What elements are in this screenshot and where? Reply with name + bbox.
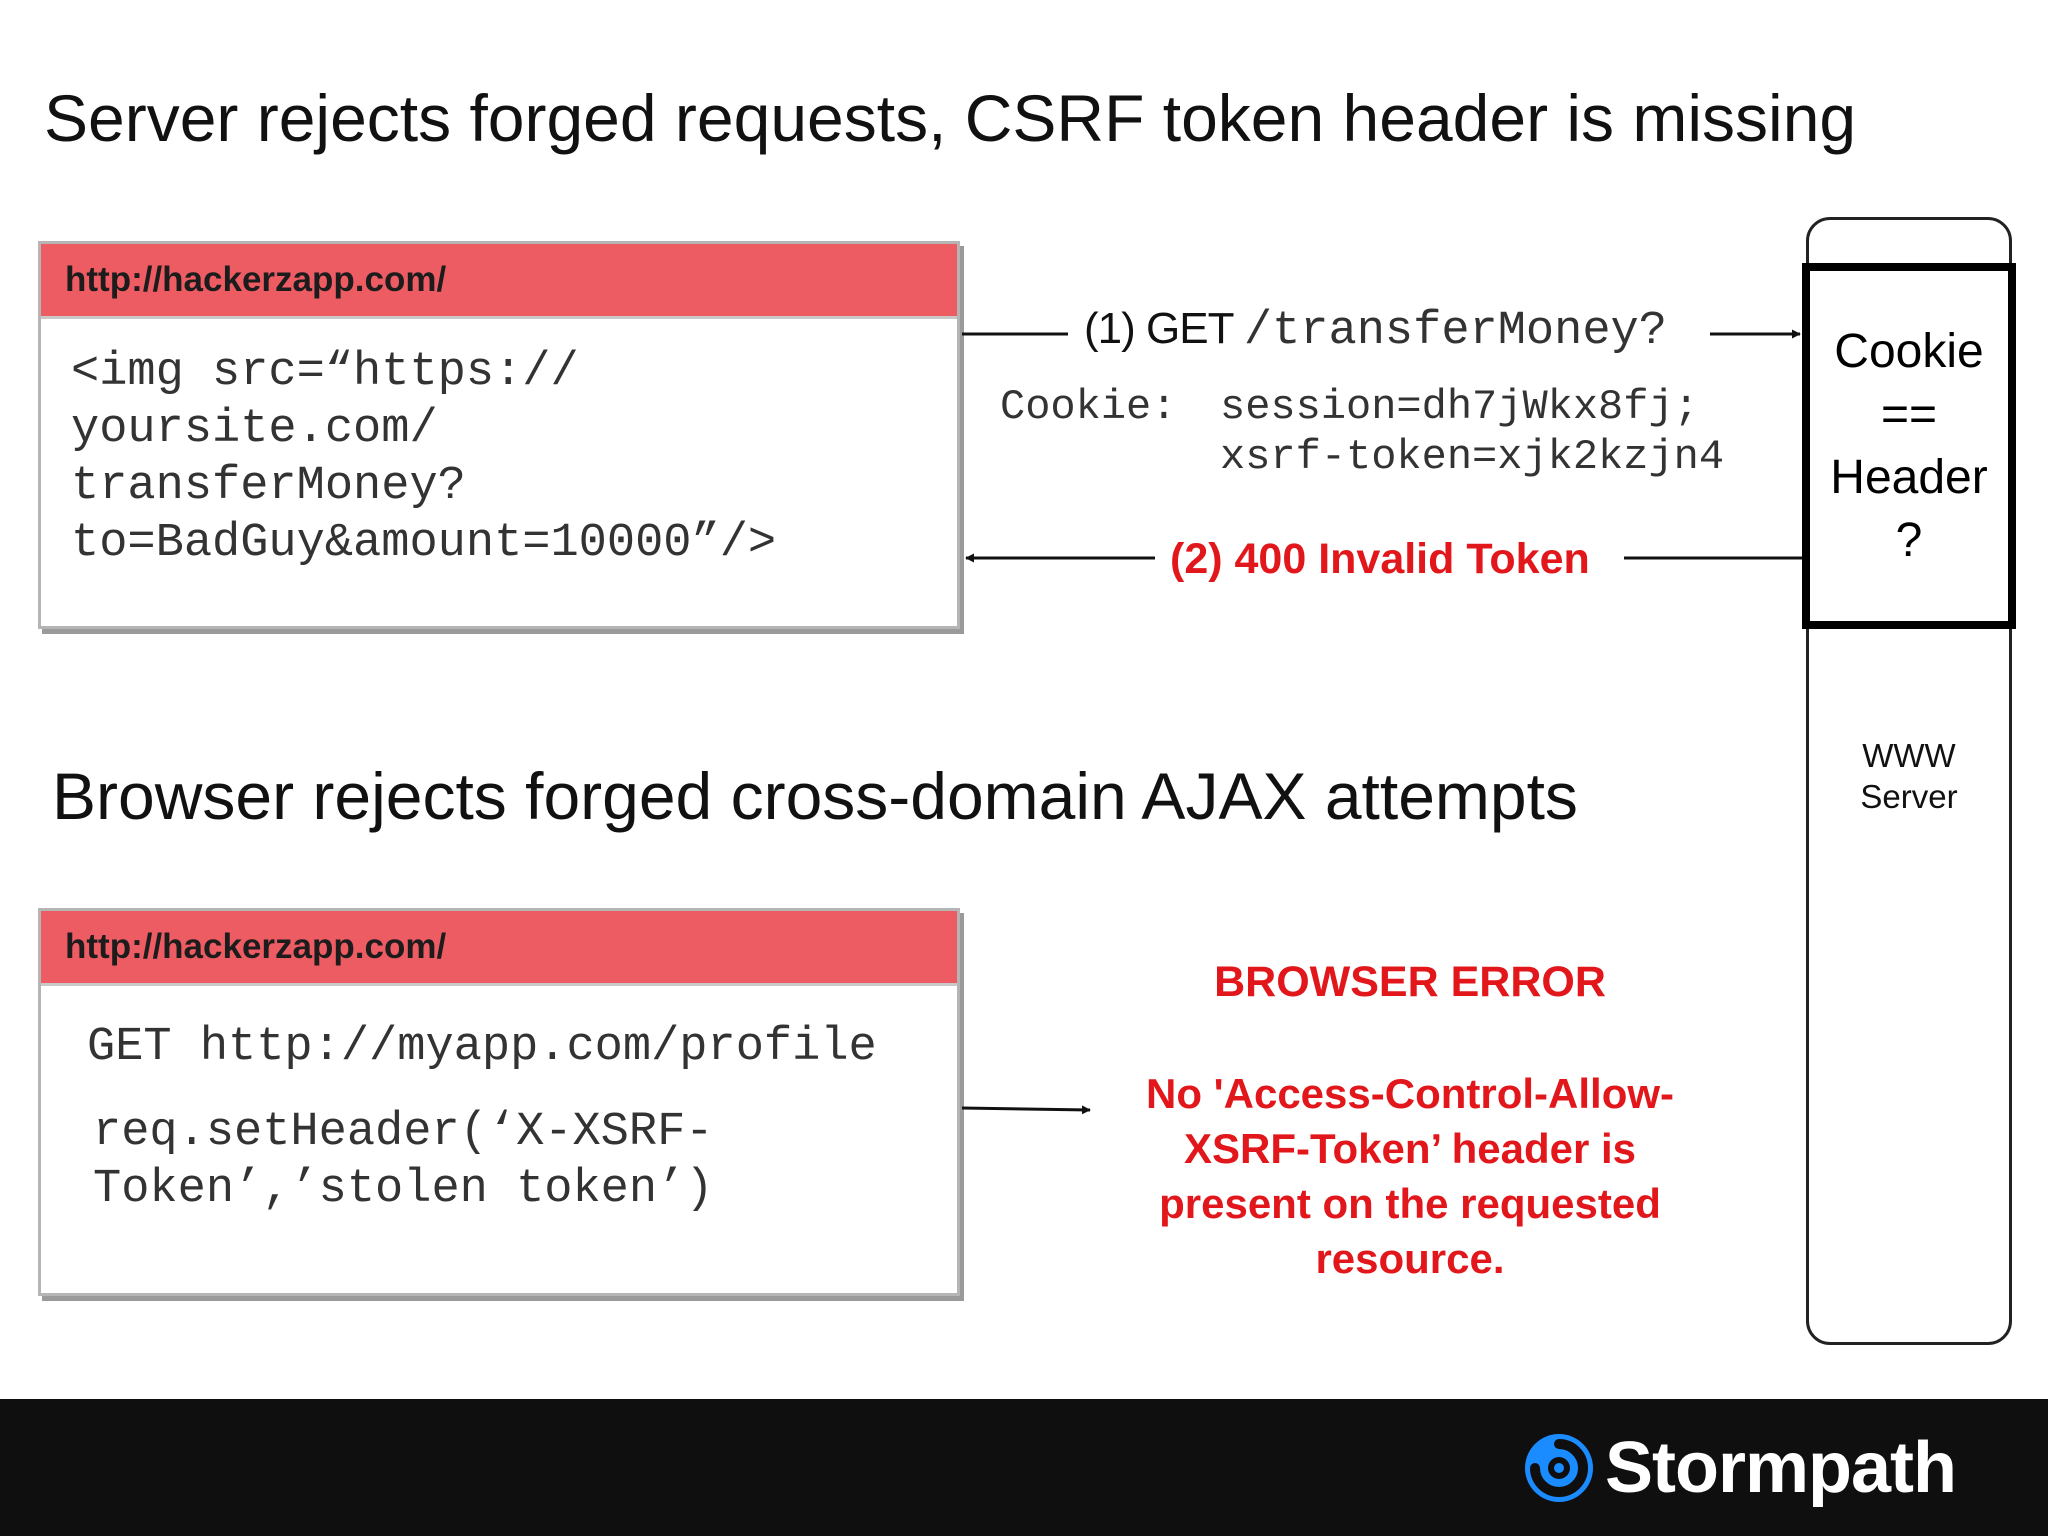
url-bar: http://hackerzapp.com/: [41, 244, 957, 319]
check-line: ==: [1880, 388, 1938, 441]
brand-name: Stormpath: [1605, 1428, 1957, 1508]
check-line: Header: [1830, 451, 1988, 504]
server-label-line: Server: [1860, 778, 1958, 815]
cookie-header-check: Cookie == Header ?: [1802, 263, 2016, 629]
cookie-label: Cookie:: [1000, 383, 1177, 431]
error-line: resource.: [1315, 1235, 1505, 1282]
server-label: WWW Server: [1806, 735, 2012, 817]
heading-server-rejects: Server rejects forged requests, CSRF tok…: [44, 81, 1857, 155]
cookie-xsrf-token: xsrf-token=xjk2kzjn4: [1220, 433, 1725, 481]
url-text: http://hackerzapp.com/: [65, 927, 447, 966]
cookie-session: session=dh7jWkx8fj;: [1220, 383, 1699, 431]
set-header-code-1: req.setHeader(‘X-XSRF-: [93, 1106, 714, 1159]
code-line: <img src=“https://: [71, 346, 579, 399]
stormpath-logo: Stormpath: [1521, 1427, 1957, 1509]
check-line: Cookie: [1834, 325, 1984, 378]
stormpath-icon: [1525, 1434, 1593, 1502]
code-line: to=BadGuy&amount=10000”/>: [71, 517, 777, 570]
browser-error-message: No 'Access-Control-Allow- XSRF-Token’ he…: [1060, 1066, 1760, 1286]
url-text: http://hackerzapp.com/: [65, 260, 447, 299]
ajax-arrow: [961, 1105, 1091, 1115]
attacker-window-top: http://hackerzapp.com/ <img src=“https:/…: [38, 241, 960, 629]
request-path: /transferMoney?: [1243, 305, 1667, 358]
code-line: yoursite.com/: [71, 403, 438, 456]
request-label: (1) GET /transferMoney?: [1084, 304, 1667, 358]
check-line: ?: [1895, 514, 1923, 567]
img-tag-code: <img src=“https://yoursite.com/transferM…: [71, 344, 776, 572]
error-line: present on the requested: [1159, 1180, 1661, 1227]
browser-error-title: BROWSER ERROR: [1214, 958, 1606, 1006]
attacker-window-bottom: http://hackerzapp.com/ GET http://myapp.…: [38, 908, 960, 1296]
heading-browser-rejects: Browser rejects forged cross-domain AJAX…: [52, 759, 1578, 833]
server-label-line: WWW: [1862, 737, 1956, 774]
response-label: (2) 400 Invalid Token: [1170, 535, 1590, 583]
error-line: No 'Access-Control-Allow-: [1145, 1070, 1674, 1117]
footer-bar: Stormpath: [0, 1399, 2048, 1536]
url-bar: http://hackerzapp.com/: [41, 911, 957, 986]
set-header-code-2: Token’,’stolen token’): [93, 1163, 714, 1216]
code-line: transferMoney?: [71, 460, 466, 513]
get-request-code: GET http://myapp.com/profile: [87, 1021, 877, 1074]
error-line: XSRF-Token’ header is: [1183, 1125, 1636, 1172]
request-method: (1) GET: [1084, 304, 1244, 353]
